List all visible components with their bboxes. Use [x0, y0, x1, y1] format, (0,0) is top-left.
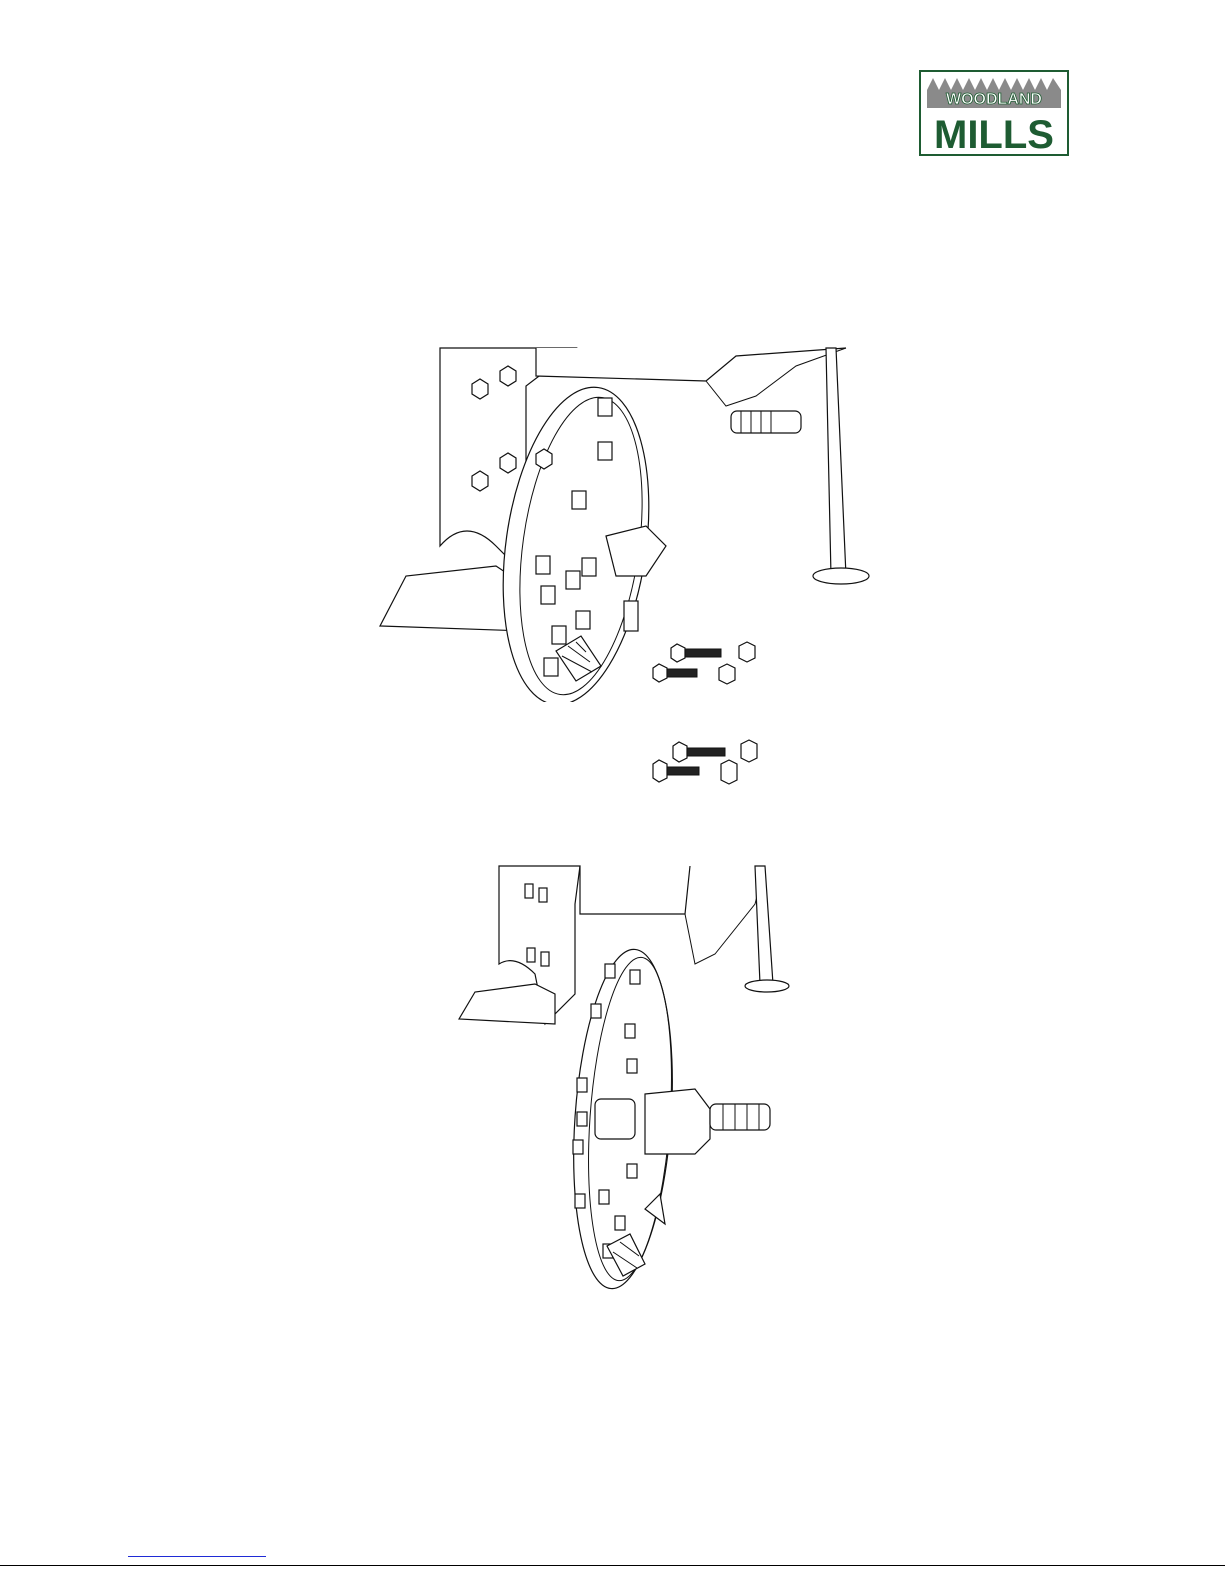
footer-link-underline[interactable] [128, 1556, 266, 1557]
logo-line2: MILLS [934, 113, 1054, 156]
woodland-mills-logo: WOODLAND MILLS [919, 70, 1069, 156]
logo-graphic: WOODLAND MILLS [919, 70, 1069, 156]
bolt-nut-set-1 [645, 640, 765, 690]
chipper-disc-assembled-drawing [455, 864, 795, 1294]
footer-rule [0, 1565, 1225, 1566]
logo-line1: WOODLAND [946, 91, 1042, 108]
bolt-nut-set-2 [645, 736, 765, 792]
chipper-disc-exploded-drawing [376, 346, 870, 702]
